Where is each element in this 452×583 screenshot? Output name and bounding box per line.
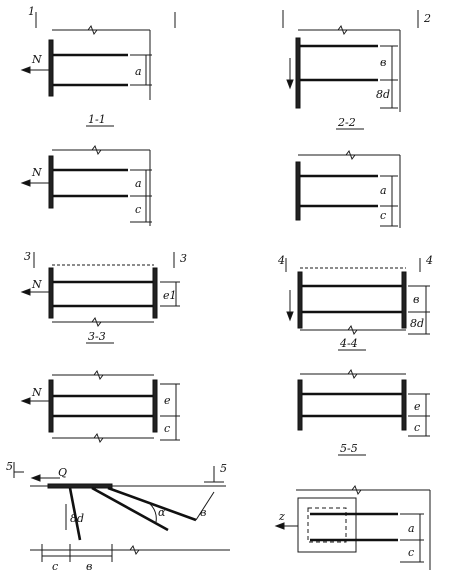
embedded-plate-plan: [297, 497, 357, 553]
dim-e-label: e: [164, 394, 171, 407]
panel-row2-right: a c: [295, 149, 401, 228]
embedded-plate: [48, 39, 54, 97]
break-mark: [93, 369, 104, 381]
embedded-plate: [48, 155, 54, 209]
break-mark: [347, 368, 358, 380]
embedded-plate: [47, 483, 113, 489]
break-mark: [351, 484, 362, 496]
break-mark: [93, 432, 104, 444]
panel-row4-left: N e c: [20, 369, 180, 444]
dim-a-label: a: [408, 522, 415, 535]
anchor-bar-inclined: [91, 486, 169, 532]
dim-b-label: в: [86, 560, 92, 573]
arrow-head: [20, 66, 31, 74]
dim-c-label: c: [414, 421, 420, 434]
break-mark: [337, 24, 348, 36]
section-mark-3: 3: [180, 252, 187, 265]
embedded-plate-left: [48, 267, 54, 319]
embedded-plate-right: [401, 379, 407, 431]
caption-5-5: 5-5: [340, 442, 358, 455]
section-mark-4: 4: [425, 254, 433, 267]
panel-row2-left: N a c: [20, 144, 152, 226]
dim-b-label: в: [200, 506, 206, 519]
dim-e-label: e: [414, 400, 421, 413]
break-mark: [129, 544, 140, 556]
force-q-label: Q: [58, 466, 67, 479]
force-n-label: N: [31, 166, 42, 179]
dim-8d-label: 8d: [70, 512, 84, 525]
arrow-head: [274, 522, 285, 530]
dim-b-label: в: [380, 56, 386, 69]
panel-1-1: N a 1 1-1: [20, 5, 176, 127]
dim-8d-label: 8d: [376, 88, 390, 101]
section-mark-1: 1: [28, 5, 35, 18]
panel-plan-view: z a c: [274, 484, 431, 570]
section-mark-5: 5: [220, 462, 227, 475]
break-mark: [87, 24, 98, 36]
embedded-plate-right: [152, 379, 158, 433]
panel-3-3: N e1 3 3 3-3: [20, 250, 187, 344]
dim-8d-label: 8d: [410, 317, 424, 330]
break-mark: [345, 149, 356, 161]
panel-4-4: в 8d 4 4 4-4: [277, 254, 433, 351]
dim-c-label: c: [52, 560, 58, 573]
embedded-plate-left: [297, 271, 303, 329]
hidden-outline: [307, 507, 347, 543]
dim-c-label: c: [408, 546, 414, 559]
dim-alpha-label: α: [158, 506, 166, 519]
angle-arc: [149, 503, 157, 523]
panel-inclined-anchors: 5 5 Q в α 8d c в: [6, 460, 230, 573]
panel-5-5: e c 5-5: [297, 368, 430, 456]
force-n-label: N: [31, 53, 42, 66]
embedded-plate-left: [48, 379, 54, 433]
embedded-plate: [295, 37, 301, 109]
section-mark-2: 2: [423, 12, 431, 25]
caption-2-2: 2-2: [337, 116, 356, 129]
anchor-bar-vertical: [68, 487, 82, 541]
dim-a-label: a: [135, 177, 142, 190]
arrow-head: [20, 179, 31, 187]
dim-c-label: c: [164, 422, 170, 435]
dim-c-label: c: [380, 209, 386, 222]
dim-c-label: c: [135, 203, 141, 216]
arrow-head: [286, 311, 294, 322]
break-mark: [91, 144, 102, 156]
embedded-plate: [295, 161, 301, 221]
anchor-bar-inclined: [107, 486, 197, 522]
dim-b-label: в: [413, 293, 419, 306]
arrow-head: [20, 397, 31, 405]
break-mark: [91, 316, 102, 328]
panel-2-2: в 8d 2 2-2: [282, 10, 431, 130]
embedded-plate-right: [152, 267, 158, 319]
section-mark-4: 4: [277, 254, 285, 267]
dim-a-label: a: [135, 65, 142, 78]
caption-4-4: 4-4: [339, 337, 358, 350]
arrow-head: [20, 288, 31, 296]
caption-3-3: 3-3: [88, 330, 106, 343]
section-mark-5: 5: [6, 460, 13, 473]
break-mark: [347, 324, 358, 336]
embedded-plate-right: [401, 271, 407, 329]
arrow-head: [30, 474, 41, 482]
arrow-head: [286, 79, 294, 90]
force-z-label: z: [278, 510, 285, 523]
force-n-label: N: [31, 386, 42, 399]
section-mark-3: 3: [24, 250, 31, 263]
dim-a-label: a: [380, 184, 387, 197]
dim-ext: [195, 491, 215, 521]
dim-e1-label: e1: [163, 289, 177, 302]
force-n-label: N: [31, 278, 42, 291]
embedded-plate-left: [297, 379, 303, 431]
caption-1-1: 1-1: [88, 113, 106, 126]
